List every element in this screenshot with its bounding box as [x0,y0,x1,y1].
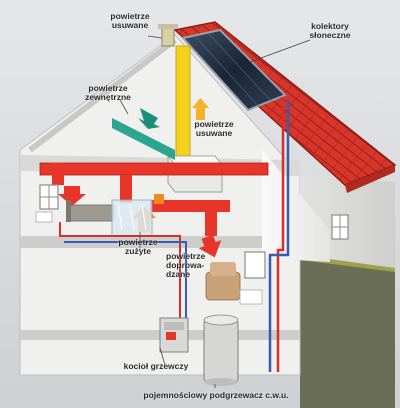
outdoor-air-duct [112,118,175,160]
roof-edge [345,165,395,193]
lower-window [244,251,266,279]
label-exhaust-outdoor: powietrze usuwane [110,11,150,30]
attic-roof-line [28,37,177,153]
label-water-heater: pojemnościowy podgrzewacz c.w.u. [143,390,289,400]
supply-arrow-right [198,234,222,258]
solar-panel [181,28,287,112]
label-exhaust-air: powietrze usuwane [194,119,234,138]
supply-riser-center [120,175,132,203]
leader-solar [249,39,311,63]
solar-pipe-red [276,98,285,372]
heating-pipe-blue [64,241,187,330]
water-heater [203,317,239,385]
exhaust-arrow-up [192,98,209,120]
label-supply-air: powietrze doprowa- dzane [166,251,206,279]
ground-slab [300,255,395,408]
exhaust-outlet [161,27,175,47]
outdoor-air-arrow [138,108,160,129]
supply-riser-right [205,212,217,236]
heating-pipe-red [59,222,181,330]
used-air-duct [154,194,164,204]
solar-pipe-blue [268,100,290,372]
bed [67,204,115,222]
radiator-upper [35,211,53,223]
house-gable-wall [262,150,330,262]
exhaust-duct [175,45,191,167]
label-outdoor-air: powietrze zewnętrzne [85,83,131,102]
supply-duct-lower [150,200,230,212]
leader-outdoor [119,99,129,115]
supply-duct-main [39,162,269,176]
label-solar-collectors: kolektory słoneczne [309,21,351,40]
leader-exhaust-outdoor [147,35,163,39]
supply-riser-left [52,163,64,185]
radiator-lower [239,289,263,305]
supply-arrow-left [58,186,86,206]
label-boiler: kocioł grzewczy [123,361,189,371]
leader-boiler [159,347,166,366]
label-used-air: powietrze zużyte [118,237,158,256]
